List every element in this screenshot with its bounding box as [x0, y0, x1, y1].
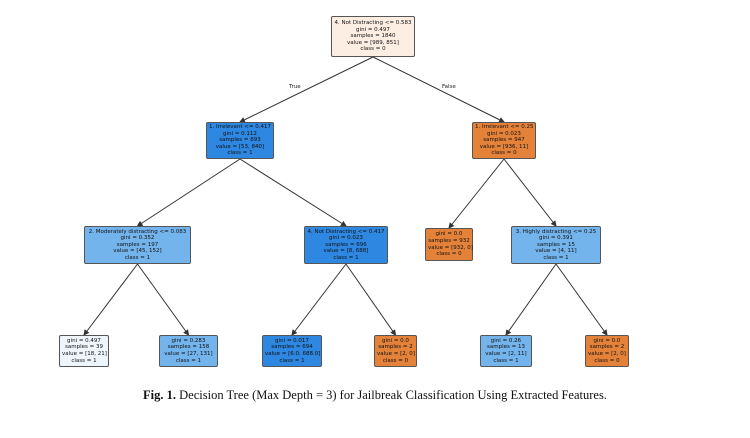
node-line: samples = 15 [537, 241, 575, 248]
node-line: class = 0 [594, 357, 620, 364]
node-line: gini = 0.497 [67, 337, 101, 344]
node-line: value = [8, 688] [323, 248, 369, 255]
node-line: value = [2, 0] [588, 351, 626, 357]
node-line: class = 1 [493, 357, 519, 364]
node-line: class = 1 [227, 150, 253, 157]
node-line: samples = 2 [378, 344, 413, 351]
figure-caption-label: Fig. 1. [143, 388, 177, 402]
node-line: gini = 0.023 [329, 235, 363, 242]
tree-edges [83, 56, 608, 336]
node-line: class = 0 [360, 46, 386, 53]
node-line: value = [53, 840] [215, 143, 265, 150]
node-line: 1. Irrelevant <= 0.25 [475, 124, 534, 131]
node-line: class = 1 [71, 357, 97, 364]
node-line: 2. Moderately distracting <= 0.083 [88, 228, 187, 235]
node-line: samples = 197 [116, 241, 159, 248]
edge-r-rr [503, 158, 557, 227]
edge-label-true: True [289, 84, 301, 90]
node-line: samples = 39 [65, 344, 103, 351]
node-line: gini = 0.391 [539, 235, 573, 242]
node-line: samples = 932 [428, 237, 470, 244]
node-line: gini = 0.26 [490, 337, 522, 344]
edge-lr-lrr [345, 263, 397, 336]
node-line: value = [936, 11] [479, 143, 529, 150]
node-line: value = [4, 11] [535, 248, 577, 255]
edge-label-false: False [442, 84, 456, 90]
edge-ll-llr [137, 263, 190, 336]
node-line: class = 1 [124, 254, 151, 261]
edge-l-ll [136, 158, 241, 227]
edge-l-lr [239, 158, 347, 227]
node-line: samples = 2 [589, 344, 625, 351]
node-line: gini = 0.0 [593, 337, 621, 344]
node-line: class = 0 [382, 357, 409, 364]
node-line: value = [2, 0] [377, 351, 415, 357]
node-line: value = [27, 131] [164, 351, 213, 357]
node-line: class = 1 [333, 254, 359, 261]
node-line: 4. Not Distracting <= 0.417 [307, 228, 385, 235]
node-line: gini = 0.283 [171, 337, 206, 344]
node-line: class = 1 [543, 254, 569, 261]
node-line: samples = 947 [483, 137, 525, 144]
node-line: value = [6.0, 688.0] [265, 351, 321, 357]
edge-lr-lrl [291, 263, 347, 336]
edge-ll-lll [83, 263, 138, 336]
node-line: gini = 0.112 [223, 130, 257, 137]
node-line: class = 0 [491, 150, 517, 157]
node-line: gini = 0.352 [120, 235, 155, 242]
node-line: samples = 893 [219, 137, 261, 144]
node-line: gini = 0.0 [435, 231, 463, 238]
edge-rr-rrr [555, 263, 608, 336]
node-line: class = 0 [436, 251, 462, 258]
edge-root-r [372, 56, 505, 123]
node-line: 1. Irrelevant <= 0.417 [209, 124, 271, 131]
node-line: gini = 0.497 [356, 26, 390, 33]
node-line: samples = 696 [325, 241, 367, 248]
node-line: gini = 0.0 [382, 337, 409, 344]
figure-caption-text: Decision Tree (Max Depth = 3) for Jailbr… [179, 388, 607, 402]
edge-rr-rrl [505, 263, 557, 336]
edge-root-l [239, 56, 374, 123]
node-line: class = 1 [175, 357, 202, 364]
node-line: samples = 1840 [350, 33, 396, 40]
edge-r-rl [448, 158, 505, 229]
node-line: value = [18, 21] [62, 351, 107, 357]
node-line: value = [989, 851] [347, 39, 399, 46]
node-line: class = 1 [279, 357, 305, 364]
figure-caption: Fig. 1. Decision Tree (Max Depth = 3) fo… [0, 388, 750, 403]
node-line: value = [932, 0] [428, 244, 473, 251]
node-line: value = [45, 152] [113, 248, 162, 255]
node-line: gini = 0.017 [275, 337, 309, 344]
node-line: 4. Not Distracting <= 0.583 [334, 20, 412, 27]
node-line: samples = 13 [487, 344, 525, 351]
node-line: gini = 0.023 [487, 130, 521, 137]
node-line: 3. Highly distracting <= 0.25 [515, 228, 597, 235]
node-line: samples = 158 [167, 344, 210, 351]
node-line: value = [2, 11] [485, 351, 527, 357]
node-line: samples = 694 [271, 344, 313, 351]
